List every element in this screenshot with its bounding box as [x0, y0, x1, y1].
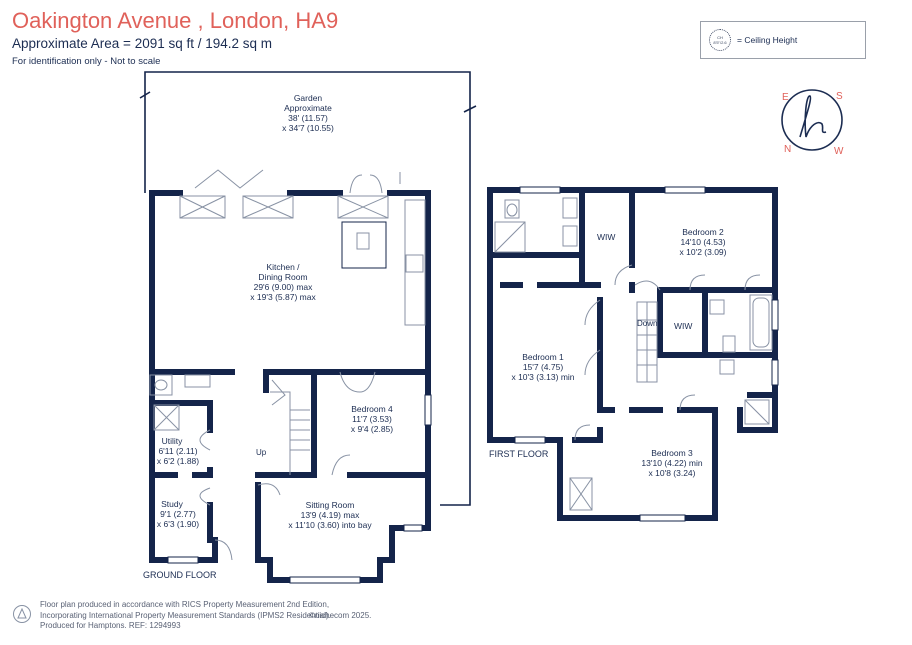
- logo-circle: [781, 89, 843, 151]
- bedroom2-l3: x 10'2 (3.09): [680, 247, 727, 257]
- basin-icon: [562, 197, 578, 219]
- kitchen-l4: x 19'3 (5.87) max: [250, 292, 316, 302]
- wc-icon: [719, 359, 735, 375]
- bedroom4-l3: x 9'4 (2.85): [351, 424, 393, 434]
- bedroom4-name: Bedroom 4: [351, 404, 393, 414]
- ground-floor-fixtures: [149, 169, 432, 584]
- garden-l4: x 34'7 (10.55): [282, 123, 334, 133]
- garden-name: Garden: [294, 93, 323, 103]
- study-name: Study: [161, 499, 183, 509]
- basin-icon: [709, 299, 725, 315]
- footer-disclaimer: Floor plan produced in accordance with R…: [40, 600, 400, 632]
- first-floor-fixtures: [494, 186, 779, 522]
- stairs-up-label: Up: [256, 448, 267, 457]
- ceiling-height-icon: CH 8'5"/2.6: [709, 29, 731, 51]
- first-floor-label: FIRST FLOOR: [489, 449, 549, 459]
- sitting-name: Sitting Room: [306, 500, 355, 510]
- utility-name: Utility: [162, 436, 184, 446]
- utility-label: Utility 6'11 (2.11) x 6'2 (1.88): [157, 436, 199, 466]
- rics-icon: [13, 605, 31, 623]
- bedroom3-l3: x 10'8 (3.24): [649, 468, 696, 478]
- garden-l2: Approximate: [284, 103, 332, 113]
- bedroom2-l2: 14'10 (4.53): [680, 237, 725, 247]
- roof-light-icon: [569, 477, 593, 511]
- kitchen-island: [341, 221, 387, 269]
- footer-line-2: Incorporating International Property Mea…: [40, 610, 331, 620]
- bedroom1-label: Bedroom 1 15'7 (4.75) x 10'3 (3.13) min: [511, 352, 574, 382]
- compass-w: W: [834, 146, 844, 157]
- bedroom4-l2: 11'7 (3.53): [352, 414, 392, 424]
- kitchen-l3: 29'6 (9.00) max: [254, 282, 314, 292]
- shower-icon: [494, 221, 526, 253]
- approximate-area: Approximate Area = 2091 sq ft / 194.2 sq…: [12, 36, 273, 51]
- legend-icon-line1: CH: [717, 35, 723, 40]
- basin-icon: [184, 374, 211, 388]
- sitting-l3: x 11'10 (3.60) into bay: [288, 520, 372, 530]
- legend-label: = Ceiling Height: [737, 35, 798, 45]
- garden-l3: 38' (11.57): [288, 113, 328, 123]
- kitchen-worktop: [404, 199, 426, 326]
- ceiling-height-legend: CH 8'5"/2.6 = Ceiling Height: [700, 21, 866, 59]
- kitchen-name: Kitchen /: [266, 262, 300, 272]
- compass-logo: E S N W: [781, 89, 844, 157]
- bedroom2-name: Bedroom 2: [682, 227, 724, 237]
- garden-boundary: [139, 71, 477, 506]
- utility-l3: x 6'2 (1.88): [157, 456, 199, 466]
- roof-light-icon: [242, 195, 294, 219]
- bedroom3-label: Bedroom 3 13'10 (4.22) min x 10'8 (3.24): [641, 448, 702, 478]
- wc-icon: [722, 335, 736, 353]
- identification-note: For identification only - Not to scale: [12, 56, 161, 67]
- wiw-label-1: WIW: [597, 232, 615, 242]
- hob-icon: [405, 254, 424, 273]
- study-label: Study 9'1 (2.77) x 6'3 (1.90): [157, 499, 199, 529]
- legend-icon-line2: 8'5"/2.6: [713, 40, 727, 45]
- roof-light-icon: [179, 195, 226, 219]
- kitchen-label: Kitchen / Dining Room 29'6 (9.00) max x …: [250, 262, 316, 302]
- compass-s: S: [836, 91, 843, 102]
- bedroom1-l3: x 10'3 (3.13) min: [511, 372, 574, 382]
- study-l3: x 6'3 (1.90): [157, 519, 199, 529]
- bedroom3-l2: 13'10 (4.22) min: [641, 458, 702, 468]
- basin-icon: [562, 225, 578, 247]
- wc-icon: [149, 374, 173, 396]
- footer-line-3: Produced for Hamptons. REF: 1294993: [40, 621, 181, 630]
- sitting-room-label: Sitting Room 13'9 (4.19) max x 11'10 (3.…: [288, 500, 372, 530]
- bedroom1-l2: 15'7 (4.75): [523, 362, 564, 372]
- shower-icon: [153, 404, 180, 431]
- utility-l2: 6'11 (2.11): [158, 446, 197, 456]
- footer-brand: ©nichecom 2025.: [309, 611, 372, 620]
- garden-label: Garden Approximate 38' (11.57) x 34'7 (1…: [282, 93, 334, 133]
- compass-e: E: [782, 92, 789, 103]
- shower-icon: [744, 399, 770, 425]
- page-title: Oakington Avenue , London, HA9: [12, 8, 339, 33]
- bedroom4-label: Bedroom 4 11'7 (3.53) x 9'4 (2.85): [351, 404, 393, 434]
- bedroom1-name: Bedroom 1: [522, 352, 564, 362]
- kitchen-l2: Dining Room: [258, 272, 307, 282]
- sink-icon: [356, 232, 370, 250]
- wiw-label-2: WIW: [674, 321, 692, 331]
- ground-floor-label: GROUND FLOOR: [143, 570, 217, 580]
- bedroom2-label: Bedroom 2 14'10 (4.53) x 10'2 (3.09): [680, 227, 727, 257]
- bedroom3-name: Bedroom 3: [651, 448, 693, 458]
- wc-icon: [504, 199, 520, 219]
- stairs-down-label: Down: [637, 319, 657, 328]
- study-l2: 9'1 (2.77): [160, 509, 196, 519]
- compass-n: N: [784, 144, 791, 155]
- roof-light-icon: [337, 195, 389, 219]
- footer-line-1: Floor plan produced in accordance with R…: [40, 600, 330, 609]
- sitting-l2: 13'9 (4.19) max: [301, 510, 361, 520]
- logo-monogram-icon: [799, 95, 827, 138]
